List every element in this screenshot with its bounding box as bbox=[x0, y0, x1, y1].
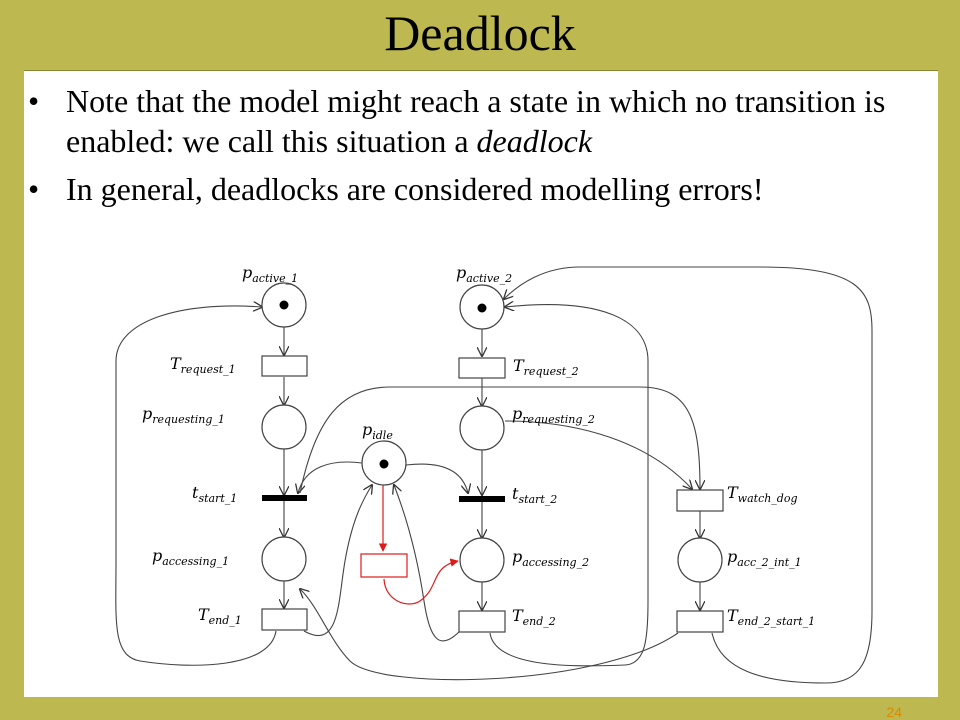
place-p-accessing-2 bbox=[459, 537, 505, 583]
label-t-end-2: Tend_2 bbox=[512, 606, 556, 628]
red-transition bbox=[360, 553, 408, 578]
bullet-icon: • bbox=[28, 171, 40, 207]
slide-title: Deadlock bbox=[384, 5, 576, 61]
place-p-requesting-2 bbox=[459, 405, 505, 451]
arc-pidle-tstart1 bbox=[298, 461, 363, 493]
label-p-accessing-1: paccessing_1 bbox=[152, 546, 229, 568]
transition-t-watch-dog bbox=[676, 489, 724, 512]
petri-net-diagram: pactive_1 pactive_2 Trequest_1 Trequest_… bbox=[115, 263, 873, 684]
bullet-item-2: • In general, deadlocks are considered m… bbox=[24, 169, 924, 209]
arc-tend2start1-pactive2 bbox=[504, 266, 873, 684]
place-p-acc-2-int-1 bbox=[677, 537, 723, 583]
transition-t-end-2-start-1 bbox=[676, 610, 724, 633]
bullet-2-text: In general, deadlocks are considered mod… bbox=[66, 171, 764, 207]
label-t-request-1: Trequest_1 bbox=[170, 354, 236, 376]
label-p-active-1: pactive_1 bbox=[242, 263, 298, 285]
label-p-acc-2-int-1: pacc_2_int_1 bbox=[727, 547, 802, 569]
arc-tend2start1-paccessing1 bbox=[300, 589, 679, 681]
bullet-list: • Note that the model might reach a stat… bbox=[24, 81, 924, 217]
label-p-active-2: pactive_2 bbox=[456, 263, 512, 285]
bullet-item-1: • Note that the model might reach a stat… bbox=[24, 81, 924, 161]
arc-prequesting2-twatchdog bbox=[504, 420, 692, 489]
arc-tend2-pactive2 bbox=[489, 305, 649, 667]
label-t-end-1: Tend_1 bbox=[198, 605, 242, 627]
token-p-idle bbox=[379, 459, 389, 469]
arc-tend1-pidle bbox=[303, 485, 372, 637]
label-t-start-2: tstart_2 bbox=[512, 484, 557, 506]
arc-prequesting1-twatchdog bbox=[299, 386, 700, 494]
token-p-active-2 bbox=[477, 303, 487, 313]
slide-number: 24 bbox=[886, 704, 902, 720]
label-t-request-2: Trequest_2 bbox=[513, 356, 579, 378]
token-p-active-1 bbox=[279, 300, 289, 310]
transition-t-end-1 bbox=[261, 608, 308, 631]
transition-t-request-2 bbox=[458, 357, 506, 379]
red-arc-transition-to-paccessing2 bbox=[383, 558, 459, 605]
label-p-requesting-1: prequesting_1 bbox=[142, 404, 225, 426]
place-p-requesting-1 bbox=[261, 404, 307, 450]
arc-tend2-pidle bbox=[394, 485, 461, 642]
label-p-accessing-2: paccessing_2 bbox=[512, 547, 589, 569]
content-panel: • Note that the model might reach a stat… bbox=[24, 70, 938, 697]
transition-t-end-2 bbox=[458, 610, 506, 633]
label-t-start-1: tstart_1 bbox=[192, 483, 237, 505]
place-p-accessing-1 bbox=[261, 536, 307, 582]
label-t-end-2-start-1: Tend_2_start_1 bbox=[727, 606, 815, 628]
highlighted-path bbox=[360, 485, 459, 605]
arc-tend1-pactive1 bbox=[115, 306, 277, 666]
bullet-1-text: Note that the model might reach a state … bbox=[66, 83, 886, 159]
transition-t-start-2 bbox=[459, 496, 505, 502]
transition-t-request-1 bbox=[261, 355, 308, 377]
label-p-idle: pidle bbox=[362, 420, 393, 442]
bullet-1-emphasis: deadlock bbox=[476, 123, 593, 159]
label-t-watch-dog: Twatch_dog bbox=[727, 483, 798, 505]
transition-t-start-1 bbox=[262, 495, 307, 501]
bullet-icon: • bbox=[28, 83, 40, 119]
label-p-requesting-2: prequesting_2 bbox=[512, 404, 595, 426]
arc-pidle-tstart2 bbox=[405, 463, 468, 493]
